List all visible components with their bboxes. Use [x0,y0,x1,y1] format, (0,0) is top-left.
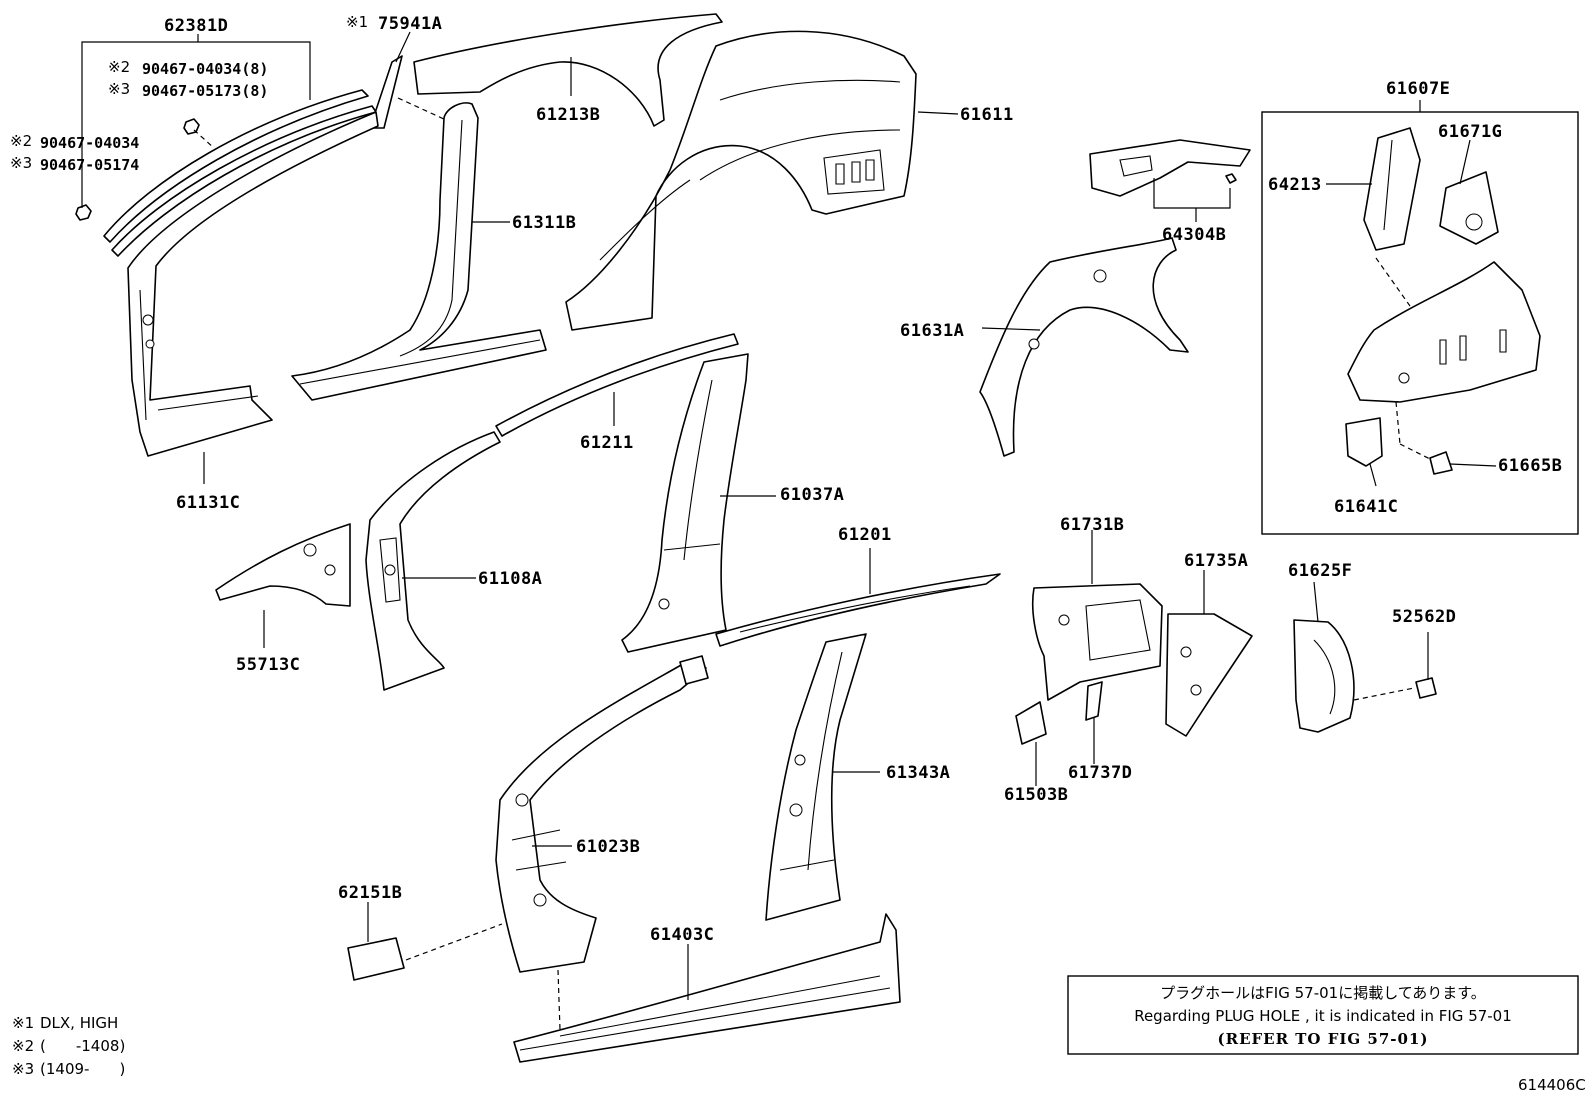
part-61201 [715,573,1001,647]
fastener-d: 90467-05174 [40,156,139,174]
label-64213: 64213 [1268,175,1322,195]
label-61311B: 61311B [512,213,576,233]
footnote-3: (1409- ) [40,1060,125,1078]
fastener-a: 90467-04034(8) [142,60,268,78]
part-75941A [369,55,403,129]
label-55713C: 55713C [236,655,300,675]
footnote-marker-3: ※3 [12,1060,34,1078]
label-62381D: 62381D [164,16,228,36]
part-55713C [215,523,351,607]
label-61631A: 61631A [900,321,964,341]
figure-code: 614406C [1518,1076,1586,1094]
label-52562D: 52562D [1392,607,1456,627]
fastener-c: 90467-04034 [40,134,139,152]
label-61607E: 61607E [1386,79,1450,99]
label-61503B: 61503B [1004,785,1068,805]
part-61037A [621,353,749,653]
label-61403C: 61403C [650,925,714,945]
label-61201: 61201 [838,525,892,545]
marker-1: ※1 [346,13,368,31]
part-62151B [347,937,405,981]
part-61213B [413,13,723,127]
footnote-2: ( -1408) [40,1037,125,1055]
part-61631A [979,237,1189,457]
label-61131C: 61131C [176,493,240,513]
plug-hole-note: プラグホールはFIG 57-01に掲載してあります。 Regarding PLU… [1067,975,1579,1055]
part-61665B [1429,451,1453,475]
label-61641C: 61641C [1334,497,1398,517]
part-61737D [1085,681,1103,721]
label-61665B: 61665B [1498,456,1562,476]
leader-lines [81,31,1497,1031]
part-61023B [495,655,709,973]
label-61731B: 61731B [1060,515,1124,535]
part-61403C [513,913,901,1063]
part-61731B [1031,583,1163,701]
label-61671G: 61671G [1438,122,1502,142]
part-61625F [1293,619,1355,733]
footnote-1: DLX, HIGH [40,1014,118,1032]
label-61735A: 61735A [1184,551,1248,571]
footnote-marker-2: ※2 [12,1037,34,1055]
marker-2b: ※2 [10,132,32,150]
marker-2a: ※2 [108,58,130,76]
part-61671G [1439,171,1499,245]
label-61737D: 61737D [1068,763,1132,783]
footnotes: ※1 DLX, HIGH ※2 ( -1408) ※3 (1409- ) [12,1014,125,1078]
label-64304B: 64304B [1162,225,1226,245]
footnote-marker-1: ※1 [12,1014,34,1032]
label-61023B: 61023B [576,837,640,857]
part-61131C [127,111,379,457]
label-61108A: 61108A [478,569,542,589]
label-61625F: 61625F [1288,561,1352,581]
fastener-callouts: ※1 ※2 90467-04034(8) ※3 90467-05173(8) ※… [10,13,368,174]
part-61108A [365,431,501,691]
note-reference: (REFER TO FIG 57-01) [1218,1030,1429,1048]
label-62151B: 62151B [338,883,402,903]
part-61735A [1165,613,1253,737]
part-61611 [565,30,917,331]
part-61641C [1345,417,1383,467]
label-61343A: 61343A [886,763,950,783]
marker-3b: ※3 [10,154,32,172]
marker-3a: ※3 [108,80,130,98]
label-61213B: 61213B [536,105,600,125]
note-japanese: プラグホールはFIG 57-01に掲載してあります。 [1160,984,1486,1002]
part-61343A [765,633,867,921]
label-61211: 61211 [580,433,634,453]
part-61211 [495,333,739,437]
fastener-b: 90467-05173(8) [142,82,268,100]
part-61311B [291,102,547,401]
part-64213 [1363,127,1421,251]
part-61607E-inner [1347,261,1541,403]
label-61611: 61611 [960,105,1014,125]
note-english: Regarding PLUG HOLE , it is indicated in… [1134,1007,1512,1025]
label-61037A: 61037A [780,485,844,505]
part-62381D [103,89,377,257]
label-75941A: 75941A [378,14,442,34]
part-64304B [1089,139,1251,197]
part-52562D [1415,677,1437,699]
part-61503B [1015,701,1047,745]
part-labels: 62381D 75941A 61213B 61611 61607E 61671G… [164,14,1562,945]
